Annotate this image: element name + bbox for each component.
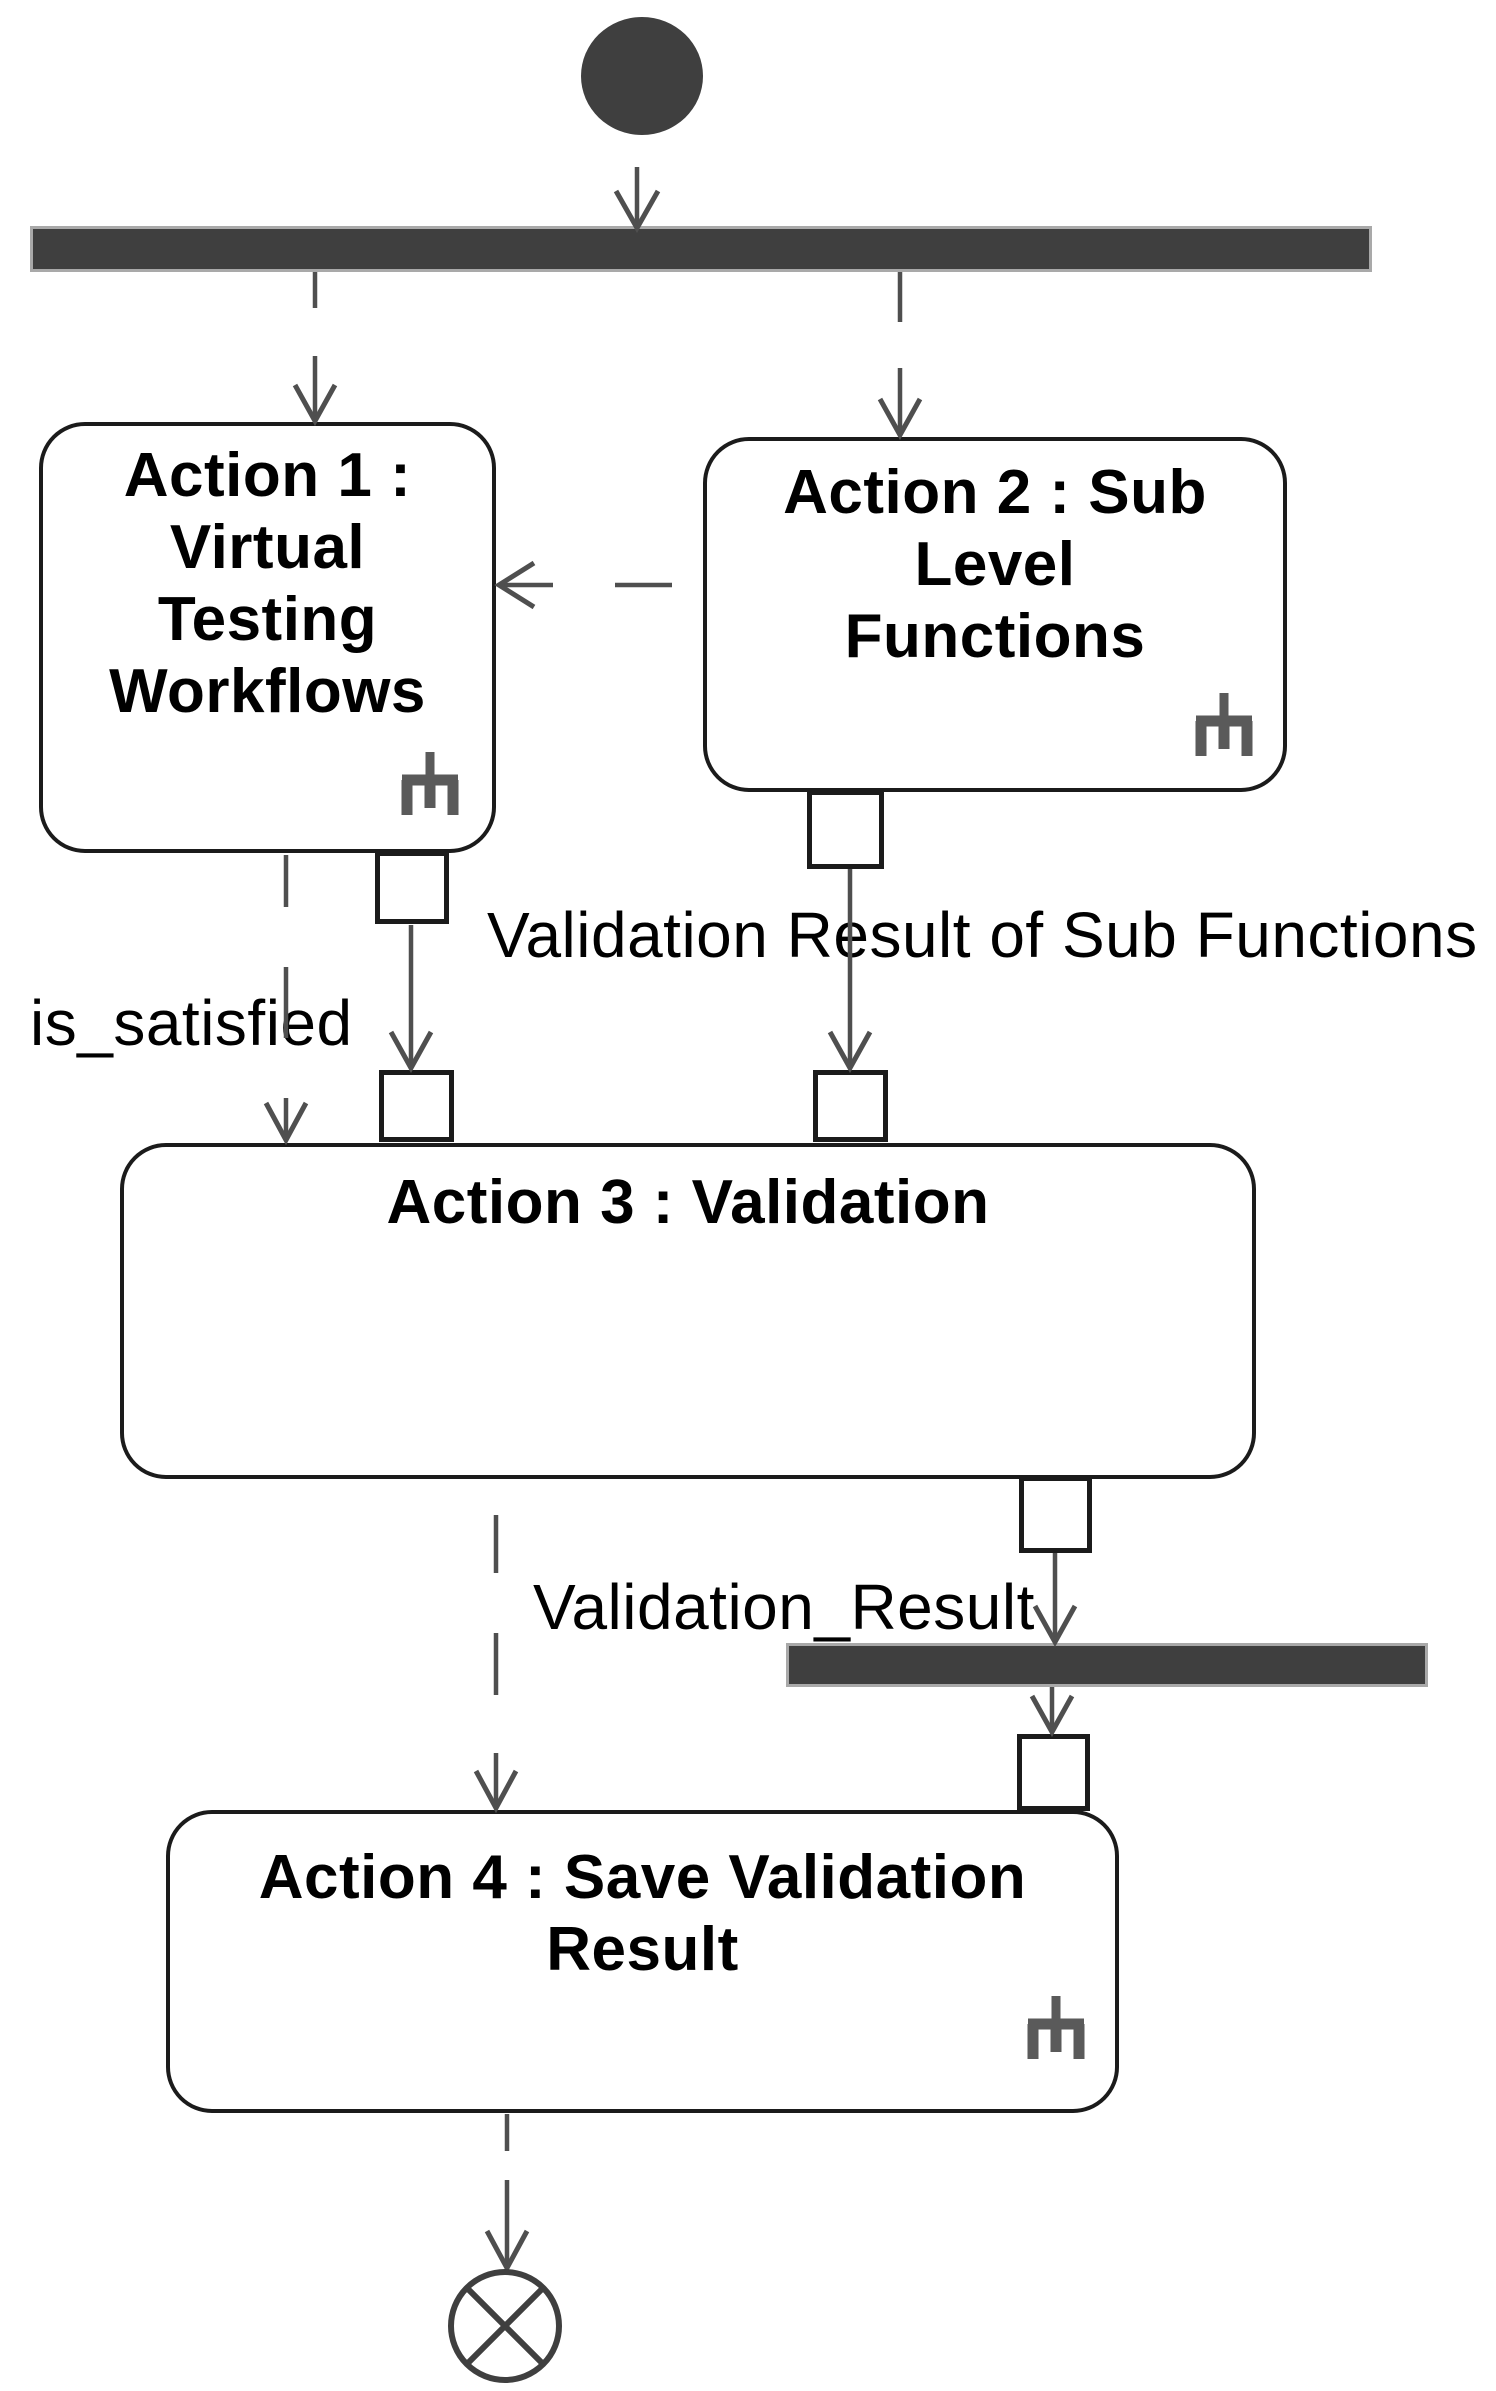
- edge-fork-to-action-2: [877, 272, 923, 441]
- action-node-4: Action 4 : Save Validation Result: [166, 1810, 1119, 2113]
- edge-action-2-to-action-1-dashed: [494, 560, 672, 610]
- edge-action-3-to-action-4-dashed: [473, 1515, 519, 1814]
- initial-node: [581, 17, 703, 135]
- edge-fork-to-action-1: [292, 272, 338, 427]
- edge-action-3-pin-to-join: [1032, 1553, 1078, 1648]
- edge-label-is-satisfied: is_satisfied: [30, 987, 353, 1059]
- action-1-label: Action 1 :: [123, 441, 412, 510]
- action-1-label: Testing: [157, 585, 378, 654]
- edge-initial-to-fork: [613, 167, 661, 234]
- rake-icon: [1195, 693, 1253, 756]
- input-pin-action-3-right: [813, 1070, 888, 1142]
- action-4-label: Action 4 : Save Validation: [258, 1843, 1027, 1912]
- join-bar: [786, 1643, 1428, 1687]
- action-3-label: Action 3 : Validation: [386, 1168, 990, 1237]
- edge-label-validation-result-of-sub-functions: Validation Result of Sub Functions: [487, 899, 1478, 971]
- flow-final-node: [448, 2269, 562, 2383]
- edge-action-1-pin-to-action-3-pin: [388, 925, 434, 1074]
- input-pin-action-3-left: [379, 1070, 454, 1142]
- output-pin-action-1: [375, 851, 449, 924]
- output-pin-action-2: [807, 790, 884, 869]
- action-node-2: Action 2 : Sub Level Functions: [703, 437, 1287, 792]
- input-pin-action-4: [1017, 1734, 1090, 1811]
- edge-action-4-to-final: [484, 2114, 530, 2274]
- action-2-label: Action 2 : Sub: [783, 458, 1207, 527]
- action-node-3: Action 3 : Validation: [120, 1143, 1256, 1479]
- action-node-1: Action 1 : Virtual Testing Workflows: [39, 422, 496, 853]
- edge-label-validation-result: Validation_Result: [533, 1571, 1035, 1643]
- output-pin-action-3: [1019, 1476, 1092, 1553]
- action-4-label: Result: [546, 1915, 739, 1984]
- action-2-label: Functions: [844, 602, 1146, 671]
- action-2-label: Level: [914, 530, 1076, 599]
- action-1-label: Workflows: [109, 657, 426, 726]
- fork-bar: [30, 226, 1372, 272]
- rake-icon: [1027, 1996, 1085, 2059]
- action-1-label: Virtual: [169, 513, 366, 582]
- rake-icon: [401, 752, 459, 815]
- edge-join-to-action-4-pin: [1029, 1687, 1075, 1738]
